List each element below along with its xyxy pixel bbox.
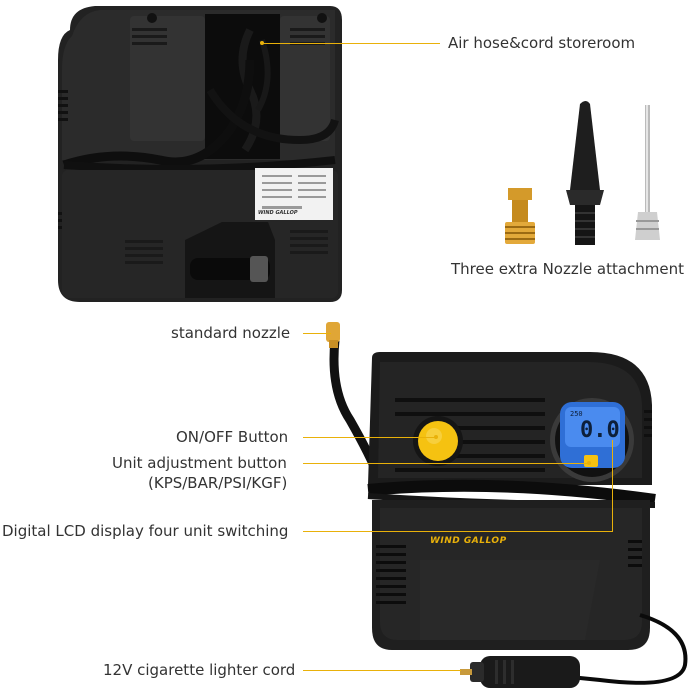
leader-onoff-dot bbox=[434, 435, 438, 439]
label-onoff: ON/OFF Button bbox=[176, 428, 289, 446]
leader-storeroom bbox=[262, 43, 440, 44]
label-unit-adjust-sub: (KPS/BAR/PSI/KGF) bbox=[148, 474, 288, 492]
label-nozzles: Three extra Nozzle attachment bbox=[451, 260, 685, 278]
label-cord: 12V cigarette lighter cord bbox=[103, 661, 296, 679]
label-lcd: Digital LCD display four unit switching bbox=[2, 522, 289, 540]
nozzle-attachments bbox=[505, 101, 660, 245]
leader-unit-adjust-dot bbox=[587, 461, 591, 465]
label-standard-nozzle: standard nozzle bbox=[171, 324, 291, 342]
leader-lcd bbox=[303, 531, 613, 532]
tapered-nozzle bbox=[566, 101, 604, 245]
leader-unit-adjust bbox=[303, 463, 588, 464]
lcd-reading: 0.0 bbox=[580, 418, 620, 443]
inflation-needle bbox=[635, 105, 660, 240]
leader-lcd-vertical bbox=[612, 440, 613, 532]
brass-adapter bbox=[505, 188, 535, 244]
label-unit-adjust: Unit adjustment button bbox=[112, 454, 287, 472]
leader-standard-nozzle bbox=[303, 333, 331, 334]
compressor-front-view bbox=[326, 322, 688, 688]
leader-onoff bbox=[303, 437, 435, 438]
lcd-small-reading: 250 bbox=[570, 410, 583, 418]
label-storeroom: Air hose&cord storeroom bbox=[448, 34, 636, 52]
brand-logo: WIND GALLOP bbox=[430, 536, 507, 546]
leader-cord bbox=[303, 670, 461, 671]
compressor-back-view bbox=[58, 6, 342, 302]
leader-storeroom-dot bbox=[260, 41, 264, 45]
back-label-logo: WIND GALLOP bbox=[258, 210, 298, 216]
